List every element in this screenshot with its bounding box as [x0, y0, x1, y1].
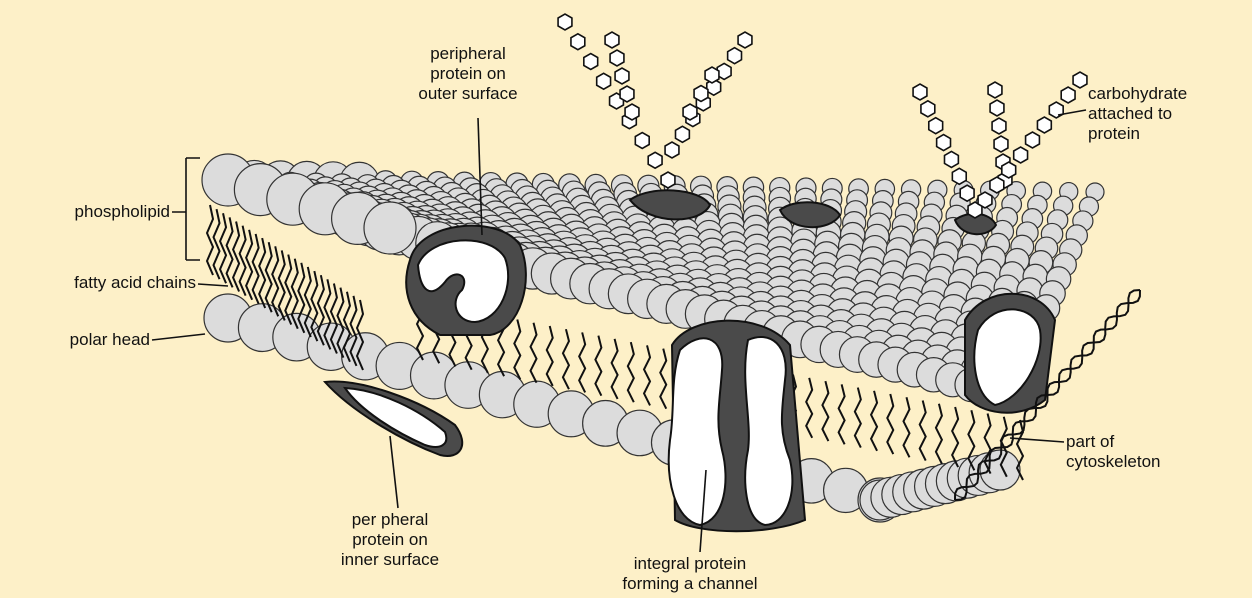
sugar-ring	[988, 82, 1002, 98]
leader-polar-head	[152, 334, 205, 340]
sugar-ring	[952, 168, 966, 184]
channel-subunit-left	[669, 338, 726, 525]
sugar-ring	[661, 172, 675, 188]
fatty-acid-tail	[855, 388, 861, 448]
fatty-acid-tail	[806, 378, 812, 438]
sugar-ring	[1026, 132, 1040, 148]
sugar-ring	[990, 100, 1004, 116]
sugar-ring	[1002, 162, 1016, 178]
sugar-ring	[960, 185, 974, 201]
fatty-acid-tail	[220, 213, 226, 283]
sugar-ring	[648, 152, 662, 168]
fatty-acid-tail	[579, 332, 585, 392]
leader-fatty-acid	[198, 284, 228, 286]
sugar-ring	[1049, 102, 1063, 118]
sugar-ring	[921, 101, 935, 117]
sugar-ring	[615, 68, 629, 84]
fatty-acid-tail	[266, 242, 272, 312]
fatty-acid-tail	[839, 384, 845, 444]
fatty-acid-tail	[936, 404, 942, 464]
fatty-acid-tail	[887, 394, 893, 454]
sugar-ring	[1037, 117, 1051, 133]
sugar-ring	[597, 73, 611, 89]
label-fatty-acid-chains: fatty acid chains	[0, 273, 196, 293]
label-peripheral-protein-inner: per pheral protein on inner surface	[300, 510, 480, 570]
fatty-acid-tail	[514, 319, 520, 379]
fatty-acid-tail	[253, 234, 259, 304]
sugar-ring	[1073, 72, 1087, 88]
fatty-acid-tail	[214, 209, 220, 279]
sugar-ring	[945, 151, 959, 167]
sugar-ring	[635, 133, 649, 149]
sugar-ring	[728, 48, 742, 64]
fatty-acid-tail	[563, 329, 569, 389]
fatty-acid-tail	[903, 397, 909, 457]
sugar-ring	[1061, 87, 1075, 103]
label-carbohydrate: carbohydrate attached to protein	[1088, 84, 1250, 144]
sugar-ring	[605, 32, 619, 48]
sugar-ring	[705, 67, 719, 83]
sugar-ring	[683, 104, 697, 120]
fatty-acid-tail	[547, 326, 553, 386]
fatty-acid-tail	[272, 246, 278, 316]
sugar-ring	[610, 50, 624, 66]
fatty-acid-tail	[920, 401, 926, 461]
fatty-acid-tail	[246, 230, 252, 300]
label-cytoskeleton: part of cytoskeleton	[1066, 432, 1206, 472]
sugar-ring	[665, 142, 679, 158]
fatty-acid-tail	[227, 217, 233, 287]
label-polar-head: polar head	[10, 330, 150, 350]
leader-peripheral-inner	[390, 436, 398, 508]
fatty-acid-tail	[233, 222, 239, 292]
fatty-acid-tail	[952, 407, 958, 467]
fatty-acid-tail	[644, 345, 650, 405]
polar-head	[364, 202, 416, 254]
label-peripheral-protein-outer: peripheral protein on outer surface	[378, 44, 558, 104]
fatty-acid-tail	[531, 323, 537, 383]
sugar-ring	[1014, 147, 1028, 163]
sugar-ring	[929, 118, 943, 134]
sugar-ring	[913, 84, 927, 100]
fatty-acid-tail	[279, 250, 285, 320]
fatty-acid-tail	[660, 349, 666, 409]
fatty-acid-tail	[628, 342, 634, 402]
sugar-ring	[571, 34, 585, 50]
sugar-ring	[584, 54, 598, 70]
fatty-acid-tail	[240, 226, 246, 296]
label-phospholipid: phospholipid	[10, 202, 170, 222]
bracket-phospholipid	[172, 158, 200, 260]
fatty-acid-tail	[612, 339, 618, 399]
sugar-ring	[937, 135, 951, 151]
sugar-ring	[978, 192, 992, 208]
sugar-ring	[694, 86, 708, 102]
sugar-ring	[738, 32, 752, 48]
sugar-ring	[990, 177, 1004, 193]
label-integral-protein-channel: integral protein forming a channel	[580, 554, 800, 594]
sugar-ring	[625, 104, 639, 120]
sugar-ring	[994, 136, 1008, 152]
sugar-ring	[620, 86, 634, 102]
fatty-acid-tail	[822, 381, 828, 441]
sugar-ring	[558, 14, 572, 30]
sugar-ring	[992, 118, 1006, 134]
fatty-acid-tail	[207, 205, 213, 275]
fatty-acid-tail	[871, 391, 877, 451]
fatty-acid-tail	[595, 336, 601, 396]
fatty-acid-tail	[259, 238, 265, 308]
sugar-ring	[676, 126, 690, 142]
